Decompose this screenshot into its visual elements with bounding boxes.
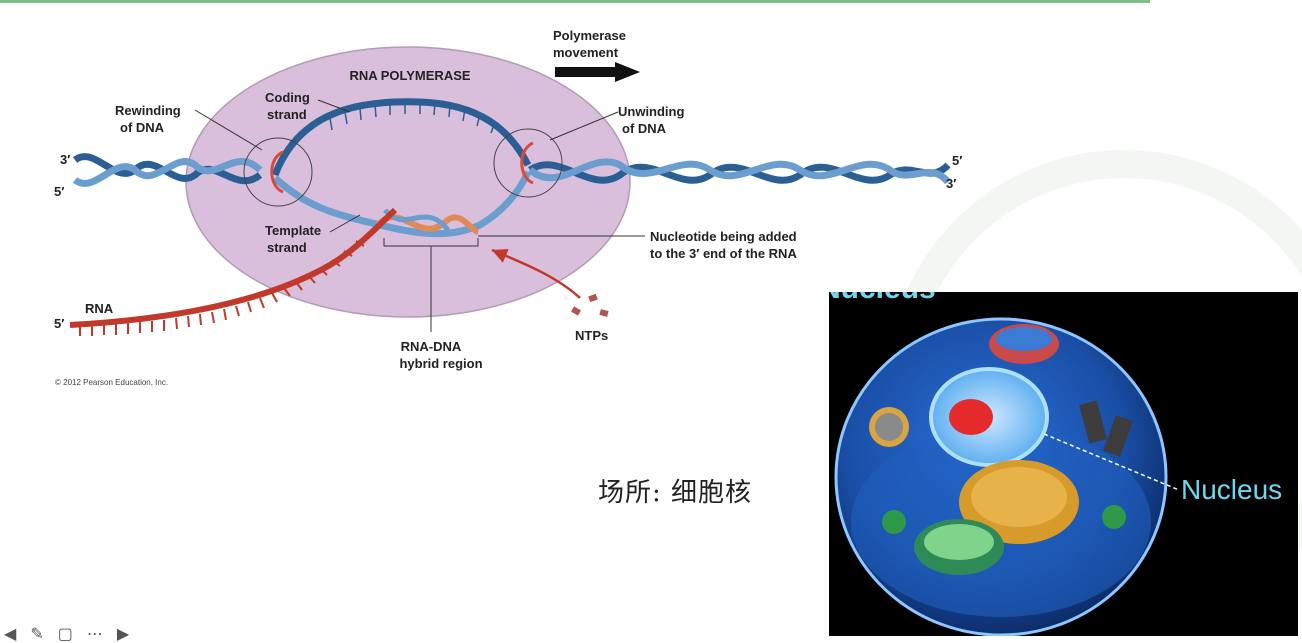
- unwinding-circle: [493, 128, 563, 198]
- centriole-icon: [1079, 400, 1133, 457]
- rna-polymerase-title: RNA POLYMERASE: [349, 68, 470, 83]
- coding-strand-label-2: strand: [267, 107, 307, 122]
- coding-strand: [271, 98, 532, 177]
- location-caption: 场所: 细胞核: [598, 478, 753, 508]
- chloroplast-icon: [882, 510, 906, 534]
- template-strand-label-2: strand: [267, 240, 307, 255]
- rewinding-label-2: of DNA: [120, 120, 165, 135]
- back-arrow-icon[interactable]: ◀: [4, 624, 17, 643]
- dna-helix-left: [72, 153, 263, 187]
- rewinding-circle: [243, 137, 313, 207]
- ntp-arrow-icon: [491, 248, 581, 299]
- movement-arrow-icon: [555, 62, 640, 82]
- polymerase-movement-label-2: movement: [553, 45, 619, 60]
- rewinding-arrow-icon: [270, 150, 284, 194]
- rna-label: RNA: [85, 301, 114, 316]
- nucleus-label: Nucleus: [1181, 474, 1283, 505]
- hybrid-region-label-1: RNA-DNA: [401, 339, 462, 354]
- coding-strand-label-1: Coding: [265, 90, 310, 105]
- cell-drawing: Nucleus: [829, 292, 1180, 636]
- cut-off-heading: Nucleus: [829, 292, 936, 305]
- template-strand: [272, 170, 532, 238]
- nucleus-icon: [929, 367, 1049, 467]
- leader-lines: [194, 99, 645, 237]
- unwinding-label-1: Unwinding: [618, 104, 684, 119]
- organelle-icon: [1102, 505, 1126, 529]
- end-label-left-top: 3′: [60, 152, 70, 167]
- polymerase-movement-label-1: Polymerase: [553, 28, 626, 43]
- hybrid-region-label-2: hybrid region: [399, 356, 482, 371]
- end-label-right-top: 5′: [952, 153, 962, 168]
- rewinding-label-1: Rewinding: [115, 103, 181, 118]
- end-label-left-bottom: 5′: [54, 184, 64, 199]
- slide-toolbar: ◀ ✎ ▢ ⋯ ▶: [4, 626, 129, 642]
- hybrid-bracket: [383, 238, 479, 332]
- slides-icon[interactable]: ▢: [57, 624, 73, 643]
- nucleotide-label-2: to the 3′ end of the RNA: [650, 246, 797, 261]
- dna-helix-right: [527, 158, 951, 185]
- ntps-label: NTPs: [575, 328, 608, 343]
- lysosome-icon: [869, 407, 909, 447]
- end-label-right-bottom: 3′: [946, 176, 956, 191]
- rna-polymerase-body: [185, 46, 631, 318]
- ntp-molecules-icon: [571, 293, 609, 317]
- unwinding-arrow-icon: [520, 141, 534, 185]
- coding-strand-bases: [329, 102, 496, 134]
- pen-icon[interactable]: ✎: [30, 624, 44, 643]
- forward-arrow-icon[interactable]: ▶: [116, 624, 130, 643]
- endoplasmic-reticulum-icon: [914, 519, 1004, 575]
- nucleus-pointer: [1043, 433, 1180, 491]
- nucleotide-label-1: Nucleotide being added: [650, 229, 797, 244]
- transcription-diagram: RNA POLYMERASE Polymerase movement Rewin…: [54, 28, 962, 387]
- end-label-rna: 5′: [54, 316, 64, 331]
- template-strand-label-1: Template: [265, 223, 321, 238]
- golgi-apparatus-icon: [959, 460, 1079, 544]
- copyright: © 2012 Pearson Education, Inc.: [55, 378, 168, 387]
- cell-illustration: Nucleus: [829, 292, 1298, 636]
- top-accent-line: [0, 0, 1150, 3]
- more-icon[interactable]: ⋯: [86, 624, 103, 643]
- mitochondrion-icon: [989, 324, 1059, 364]
- rna-bases: [79, 240, 365, 336]
- rna-strand: [69, 207, 398, 328]
- unwinding-label-2: of DNA: [622, 121, 667, 136]
